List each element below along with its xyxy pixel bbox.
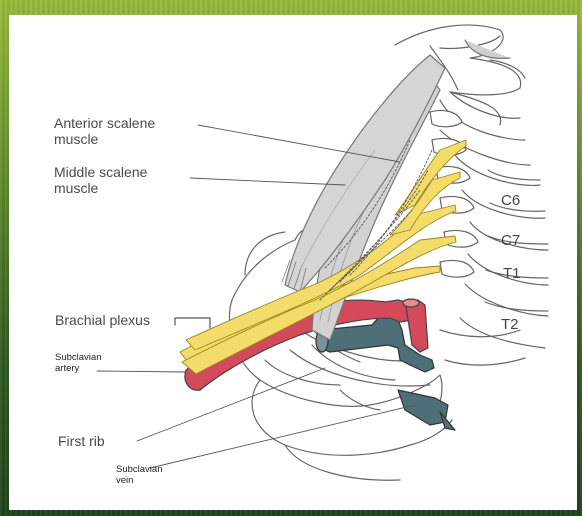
illustration-panel: Anterior scalene muscle Middle scalene m… [9,15,577,510]
anterior-scalene-label-line1: Anterior scalene [54,116,155,130]
brachial-plexus-bracket [175,318,210,328]
anterior-scalene-label-line2: muscle [54,132,98,146]
vertebra-level-c7: C7 [501,233,520,248]
middle-scalene-label-line1: Middle scalene [54,165,147,179]
vertebra-level-c6: C6 [501,193,520,208]
first-rib-label: First rib [58,434,105,448]
vertebra-level-t2: T2 [501,317,519,332]
brachial-plexus-label: Brachial plexus [55,313,150,327]
subclavian-vein-label-line1: Subclavian [116,465,162,475]
subclavian-artery-label-line1: Subclavian [55,353,101,363]
subclavian-vein-label-line2: vein [116,476,133,486]
subclavian-artery-label-line2: artery [55,364,79,374]
middle-scalene-label-line2: muscle [54,181,98,195]
vertebra-level-t1: T1 [503,266,521,281]
